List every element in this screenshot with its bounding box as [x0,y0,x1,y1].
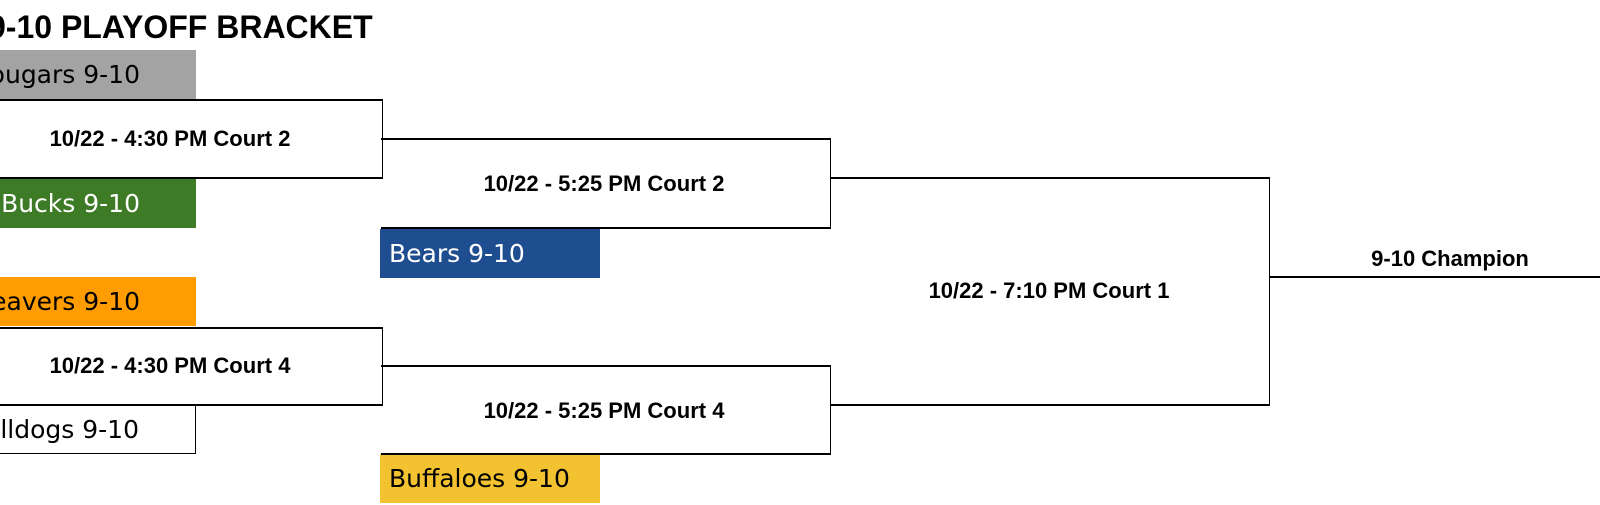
bracket-line [0,99,383,101]
team-name: Bucks 9-10 [1,189,140,218]
bracket-line [381,327,383,406]
team-bucks: Bucks 9-10 [0,179,196,228]
team-name: Bears 9-10 [389,239,525,268]
champion-label: 9-10 Champion [1371,246,1529,271]
team-name: Bulldogs 9-10 [0,415,139,444]
team-bulldogs: Bulldogs 9-10 [0,405,196,454]
bracket-line [381,138,831,140]
game-label-r2-bottom: 10/22 - 5:25 PM Court 4 [483,398,725,423]
bracket-line [829,365,831,455]
bracket-line [0,404,383,406]
bracket-line [1269,276,1600,278]
bracket-line [381,227,831,229]
bracket-line [381,453,831,455]
game-label-r1-bottom: 10/22 - 4:30 PM Court 4 [49,353,291,378]
bracket-line [1268,177,1270,405]
bracket-line [381,365,831,367]
team-name: Buffaloes 9-10 [389,464,570,493]
bracket-title: 9-10 PLAYOFF BRACKET [0,9,373,45]
team-buffaloes: Buffaloes 9-10 [380,454,600,503]
game-label-final: 10/22 - 7:10 PM Court 1 [928,278,1170,303]
bracket-line [830,404,1270,406]
bracket-line [829,138,831,228]
bracket-line [830,177,1270,179]
game-label-r1-top: 10/22 - 4:30 PM Court 2 [49,126,291,151]
team-beavers: Beavers 9-10 [0,277,196,326]
game-label-r2-top: 10/22 - 5:25 PM Court 2 [483,171,725,196]
team-name: Beavers 9-10 [0,287,140,316]
team-name: Cougars 9-10 [0,60,140,89]
team-cougars: Cougars 9-10 [0,50,196,99]
bracket-line [0,177,383,179]
bracket-line [0,327,383,329]
team-bears: Bears 9-10 [380,229,600,278]
